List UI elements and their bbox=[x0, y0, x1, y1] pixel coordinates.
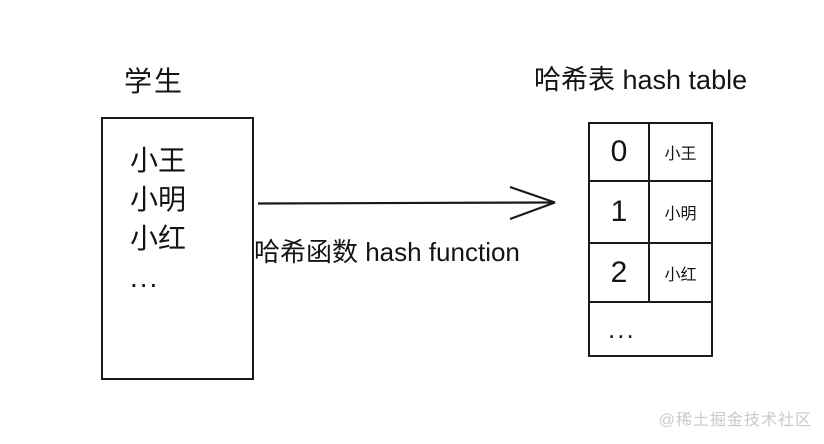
right-arrow-icon bbox=[257, 185, 556, 221]
hash-table: 0 小王 1 小明 2 小红 ... bbox=[588, 122, 713, 357]
hash-function-label: 哈希函数 hash function bbox=[254, 237, 520, 267]
students-title: 学生 bbox=[124, 66, 185, 97]
bucket-index: 0 bbox=[590, 124, 650, 180]
bucket-value: 小明 bbox=[664, 206, 697, 223]
bucket-index: 1 bbox=[590, 182, 650, 242]
bucket-index: 2 bbox=[590, 244, 650, 301]
bucket-value: 小红 bbox=[664, 266, 697, 284]
watermark: @稀土掘金技术社区 bbox=[658, 412, 812, 429]
table-row-ellipsis: ... bbox=[608, 313, 636, 344]
table-row: 2 小红 bbox=[590, 244, 711, 303]
hash-table-title: 哈希表 hash table bbox=[534, 65, 748, 95]
table-row: 0 小王 bbox=[590, 124, 711, 182]
student-name: 小明 bbox=[130, 184, 187, 215]
table-row: 1 小明 bbox=[590, 182, 711, 244]
bucket-value: 小王 bbox=[664, 146, 697, 163]
students-box: 小王 小明 小红 ... bbox=[101, 117, 254, 380]
student-name: 小红 bbox=[130, 223, 187, 254]
students-ellipsis: ... bbox=[130, 262, 160, 293]
student-name: 小王 bbox=[130, 145, 187, 176]
